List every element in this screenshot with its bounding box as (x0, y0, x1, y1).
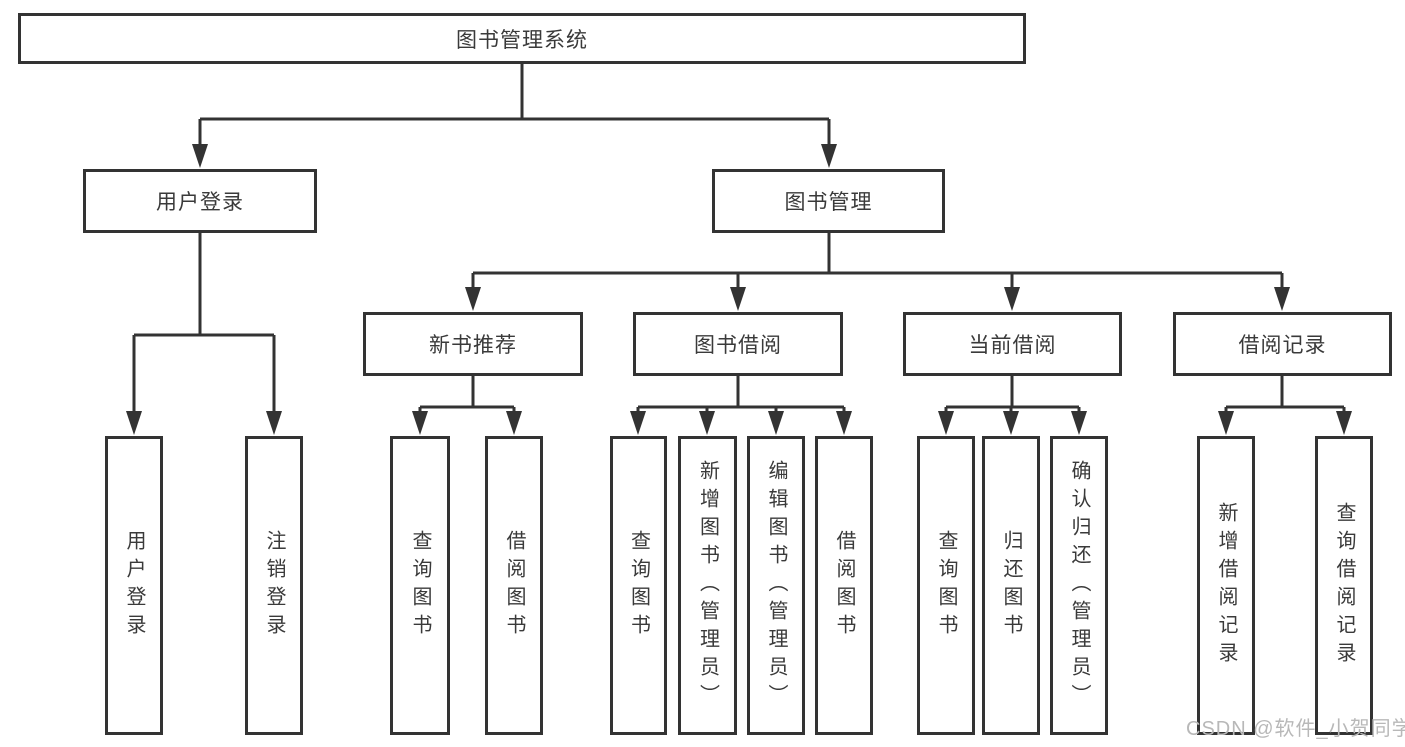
leaf-query-books-current: 查询图书 (917, 436, 975, 735)
leaf-query-borrow-record: 查询借阅记录 (1315, 436, 1373, 735)
root-node-library-management-system: 图书管理系统 (18, 13, 1026, 64)
leaf-logout-label: 注销登录 (263, 529, 285, 642)
leaf-user-login: 用户登录 (105, 436, 163, 735)
leaf-add-books-admin-label: 新增图书（管理员） (696, 459, 719, 712)
csdn-watermark: CSDN @软件_小贺同学 (1186, 718, 1405, 740)
leaf-confirm-return-admin-label: 确认归还（管理员） (1068, 459, 1090, 712)
leaf-borrow-books: 借阅图书 (815, 436, 873, 735)
node-user-login: 用户登录 (83, 169, 317, 233)
leaf-confirm-return-admin: 确认归还（管理员） (1050, 436, 1108, 735)
leaf-query-books-current-label: 查询图书 (935, 529, 957, 642)
leaf-borrow-books-label: 借阅图书 (833, 529, 855, 642)
node-current-borrowing: 当前借阅 (903, 312, 1122, 376)
leaf-borrow-books-recommend-label: 借阅图书 (503, 529, 525, 642)
leaf-query-borrow-record-label: 查询借阅记录 (1333, 501, 1355, 670)
node-borrowing-records: 借阅记录 (1173, 312, 1392, 376)
leaf-add-books-admin: 新增图书（管理员） (678, 436, 737, 735)
leaf-return-books: 归还图书 (982, 436, 1040, 735)
leaf-add-borrow-record: 新增借阅记录 (1197, 436, 1255, 735)
leaf-add-borrow-record-label: 新增借阅记录 (1215, 501, 1237, 670)
leaf-user-login-label: 用户登录 (123, 529, 145, 642)
node-book-borrowing: 图书借阅 (633, 312, 843, 376)
leaf-borrow-books-recommend: 借阅图书 (485, 436, 543, 735)
leaf-edit-books-admin-label: 编辑图书（管理员） (765, 459, 787, 712)
leaf-edit-books-admin: 编辑图书（管理员） (747, 436, 805, 735)
node-new-book-recommendation: 新书推荐 (363, 312, 583, 376)
arrowhead-icons (126, 144, 1352, 435)
leaf-logout: 注销登录 (245, 436, 303, 735)
node-book-management: 图书管理 (712, 169, 945, 233)
leaf-query-books-borrow-label: 查询图书 (627, 529, 650, 642)
leaf-query-books-recommend-label: 查询图书 (409, 529, 431, 642)
leaf-return-books-label: 归还图书 (1000, 529, 1022, 642)
leaf-query-books-recommend: 查询图书 (390, 436, 450, 735)
leaf-query-books-borrow: 查询图书 (610, 436, 667, 735)
